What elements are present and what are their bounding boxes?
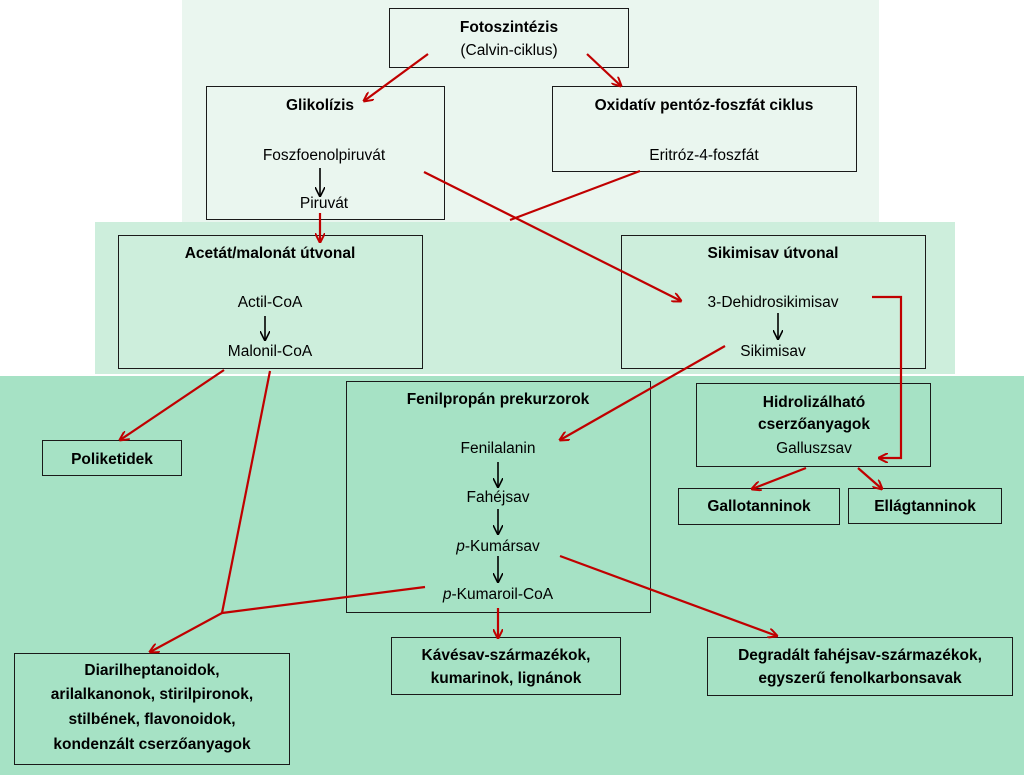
fotoszintezis-subtitle: (Calvin-ciklus) xyxy=(460,42,558,59)
kumaroil-prefix: p xyxy=(442,586,452,603)
poliketidek-title: Poliketidek xyxy=(71,451,153,468)
sikimisav-item-dehidrosikimisav: 3-Dehidrosikimisav xyxy=(707,294,839,311)
glikolizis-item-foszfoenolpiruvat: Foszfoenolpiruvát xyxy=(262,147,386,164)
fenilpropan-item-fenilalanin: Fenilalanin xyxy=(460,440,536,457)
node-kavesav xyxy=(391,637,621,695)
node-sikimisav xyxy=(621,235,926,369)
background-band-bottom xyxy=(0,376,1024,775)
kumarsav-prefix: p xyxy=(456,538,465,555)
ellagtanninok-title: Ellágtanninok xyxy=(874,498,976,515)
glikolizis-item-piruvat: Piruvát xyxy=(299,195,349,212)
fenilpropan-item-fahejsav: Fahéjsav xyxy=(466,489,530,506)
fenilpropan-title: Fenilpropán prekurzorok xyxy=(406,391,590,408)
pentoz-title: Oxidatív pentóz-foszfát ciklus xyxy=(594,97,814,114)
fenilpropan-item-kumaroil-coa: p-Kumaroil-CoA xyxy=(443,585,553,604)
node-pentoz-foszfat xyxy=(552,86,857,172)
kavesav-line2: kumarinok, lignánok xyxy=(430,670,582,687)
node-degradalt xyxy=(707,637,1013,696)
degradalt-line2: egyszerű fenolkarbonsavak xyxy=(758,670,962,687)
kumaroil-suffix: -Kumaroil-CoA xyxy=(451,586,554,603)
node-acetat-malonat xyxy=(118,235,423,369)
acetat-item-actil-coa: Actil-CoA xyxy=(237,294,303,311)
diarilheptanoidok-line3: stilbének, flavonoidok, xyxy=(68,711,236,728)
diarilheptanoidok-line1: Diarilheptanoidok, xyxy=(84,662,220,679)
sikimisav-title: Sikimisav útvonal xyxy=(707,245,839,262)
glikolizis-title: Glikolízis xyxy=(285,97,355,114)
diarilheptanoidok-line2: arilalkanonok, stirilpironok, xyxy=(50,686,254,703)
kavesav-line1: Kávésav-származékok, xyxy=(421,647,591,664)
acetat-title: Acetát/malonát útvonal xyxy=(184,245,356,262)
gallotanninok-title: Gallotanninok xyxy=(707,498,811,515)
fotoszintezis-title: Fotoszintézis xyxy=(459,19,559,36)
pentoz-item-eritroz: Eritróz-4-foszfát xyxy=(649,147,759,164)
sikimisav-item-sikimisav: Sikimisav xyxy=(740,343,806,360)
acetat-item-malonil-coa: Malonil-CoA xyxy=(227,343,313,360)
diarilheptanoidok-line4: kondenzált cserzőanyagok xyxy=(53,736,251,753)
node-poliketidek xyxy=(42,440,182,476)
hidrolizalhato-title-line1: Hidrolizálható xyxy=(762,394,866,411)
node-glikolizis xyxy=(206,86,445,220)
degradalt-line1: Degradált fahéjsav-származékok, xyxy=(738,647,982,664)
node-ellagtanninok xyxy=(848,488,1002,524)
hidrolizalhato-title-line2: cserzőanyagok xyxy=(758,416,870,433)
hidrolizalhato-item-galluszsav: Galluszsav xyxy=(776,440,852,457)
kumarsav-suffix: -Kumársav xyxy=(464,538,540,555)
fenilpropan-item-kumarsav: p-Kumársav xyxy=(456,537,540,556)
node-fotoszintezis xyxy=(389,8,629,68)
